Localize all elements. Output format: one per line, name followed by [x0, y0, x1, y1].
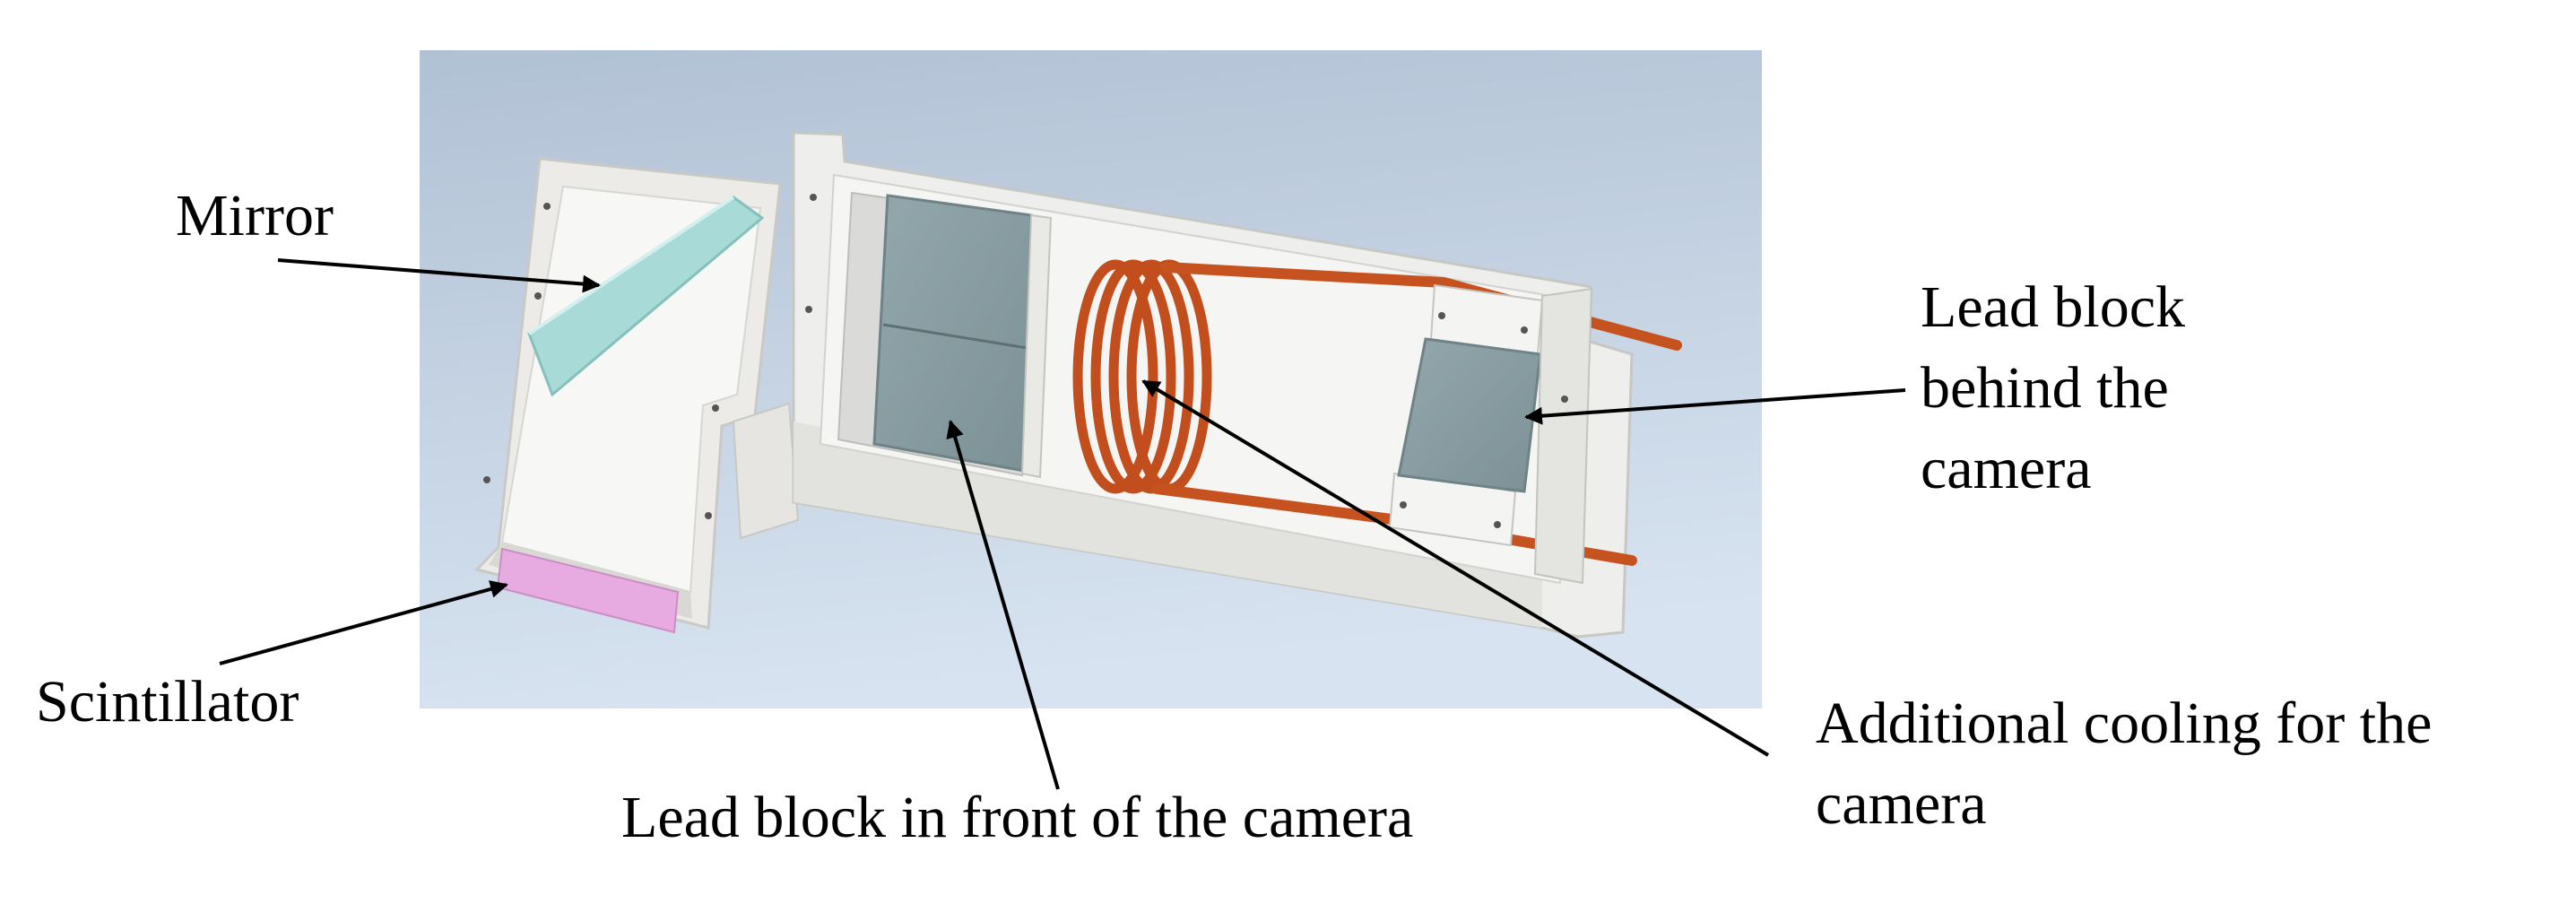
label-mirror: Mirror [176, 176, 334, 256]
screw [805, 306, 812, 313]
screw [1400, 501, 1407, 508]
rear-plate [1535, 289, 1592, 583]
screw [543, 203, 551, 210]
screw [1521, 326, 1528, 334]
lead-block-behind [1399, 339, 1540, 491]
label-lead-block-front: Lead block in front of the camera [621, 778, 1413, 858]
screw [1438, 312, 1445, 319]
screw [483, 476, 490, 483]
screw [1561, 396, 1568, 403]
label-additional-cooling: Additional cooling for the camera [1816, 683, 2432, 845]
label-lead-block-behind: Lead block behind the camera [1921, 267, 2185, 509]
screw [1494, 521, 1501, 528]
screw [712, 404, 719, 412]
screw [705, 512, 712, 519]
connector [733, 404, 798, 538]
label-scintillator: Scintillator [36, 662, 299, 743]
screw [534, 292, 542, 300]
screw [810, 194, 817, 201]
